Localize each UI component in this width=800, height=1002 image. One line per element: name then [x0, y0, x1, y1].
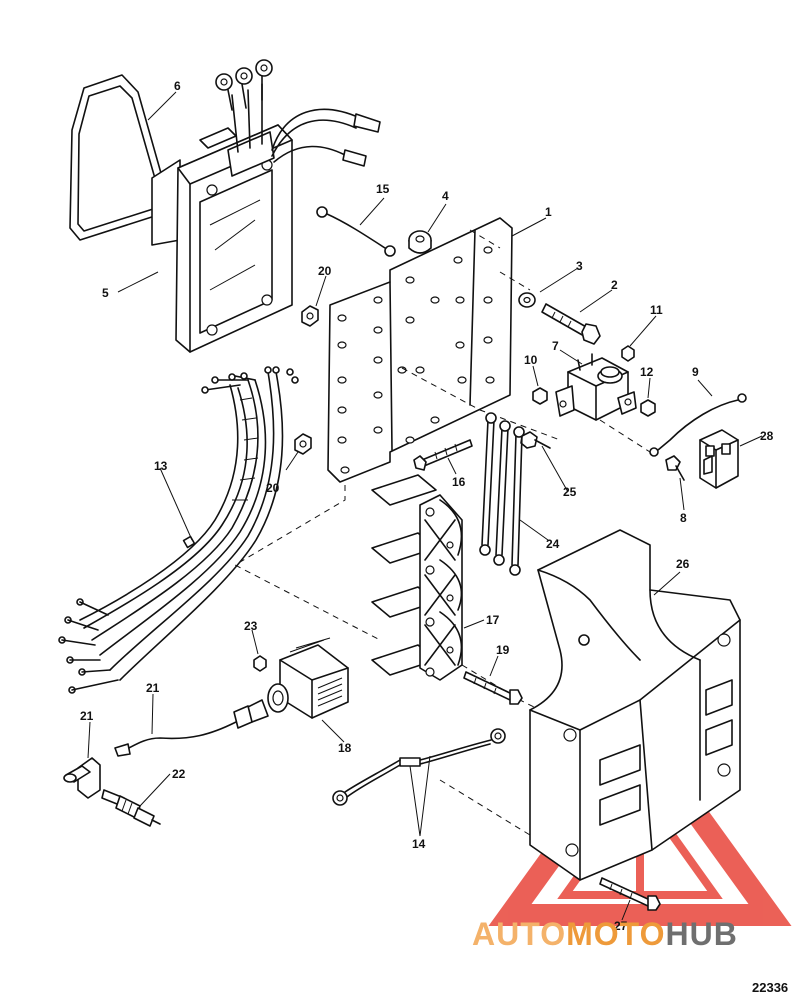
callout-4: 4: [442, 189, 449, 203]
part-24-nut: [253, 655, 267, 672]
callout-29: 28: [760, 429, 774, 443]
callout-5: 5: [102, 286, 109, 300]
watermark-word-hub: HUB: [665, 916, 737, 952]
part-4-spacer: [408, 230, 432, 254]
part-20-nut-upper: [301, 305, 319, 327]
part-2-bolt: [541, 303, 601, 345]
callout-1: 1: [545, 205, 552, 219]
part-9-lead: [599, 393, 747, 457]
part-8-screw: [665, 455, 685, 481]
part-11-nut: [621, 345, 635, 362]
callout-20-upper: 20: [318, 264, 332, 278]
part-13-wiring-harness: [58, 366, 299, 694]
watermark-text: AUTOMOTOHUB: [472, 916, 738, 952]
part-12-nut: [640, 399, 656, 417]
callout-10: 10: [524, 353, 538, 367]
callout-15: 15: [376, 182, 390, 196]
part-29-terminal-block: [699, 429, 739, 489]
callout-28: 27: [614, 919, 628, 933]
callout-23: 22: [172, 767, 186, 781]
part-5-switch-box: [151, 59, 381, 353]
part-17-coil-bracket: [371, 474, 463, 681]
part-15-ground-strap: [316, 206, 396, 257]
part-27-cover: [439, 529, 741, 881]
callout-3: 3: [576, 259, 583, 273]
part-1-mounting-plate: [327, 217, 561, 483]
callout-22: 21: [80, 709, 94, 723]
part-19-bolt: [463, 671, 523, 705]
callout-7: 7: [552, 339, 559, 353]
callout-6: 6: [174, 79, 181, 93]
callout-2: 2: [611, 278, 618, 292]
callout-21: 21: [146, 681, 160, 695]
callout-18: 18: [338, 741, 352, 755]
callout-labels: 6 5 15 4 1 3 2 11 7 10 12 9 28 8 25 16 2…: [80, 79, 774, 933]
callout-20-lower: 20: [266, 481, 280, 495]
plate-holes: [337, 246, 495, 474]
part-25-leads: [479, 412, 525, 576]
part-16-bolt: [413, 439, 473, 471]
callout-12: 12: [640, 365, 654, 379]
part-7-solenoid: [555, 353, 637, 421]
watermark-word-auto: AUTO: [472, 916, 566, 952]
callout-26: 25: [563, 485, 577, 499]
part-28-bolt: [599, 877, 661, 911]
part-3-washer: [518, 292, 536, 308]
watermark-word-moto: MOTO: [566, 916, 665, 952]
callout-17: 17: [486, 613, 500, 627]
callout-27: 26: [676, 557, 690, 571]
callout-16: 16: [452, 475, 466, 489]
callout-25: 24: [546, 537, 560, 551]
callout-19: 19: [496, 643, 510, 657]
part-18-rectifier: [267, 637, 349, 719]
part-21-lead: [114, 699, 269, 757]
part-20-nut-lower: [294, 433, 312, 455]
callout-8: 8: [680, 511, 687, 525]
eyelet-terminals: [215, 59, 273, 153]
callout-11: 11: [650, 303, 663, 317]
svg-text:AUTOMOTOHUB: AUTOMOTOHUB: [472, 916, 738, 952]
part-10-nut: [532, 387, 548, 405]
callout-9: 9: [692, 365, 699, 379]
part-14-ground-leads: [332, 728, 506, 806]
figure-number: 22336: [752, 980, 788, 995]
callout-24: 23: [244, 619, 258, 633]
part-23-spark-plug: [101, 789, 161, 827]
callout-14: 14: [412, 837, 426, 851]
leader-lines: [87, 91, 763, 921]
callout-13: 13: [154, 459, 168, 473]
part-22-boot: [63, 757, 101, 799]
